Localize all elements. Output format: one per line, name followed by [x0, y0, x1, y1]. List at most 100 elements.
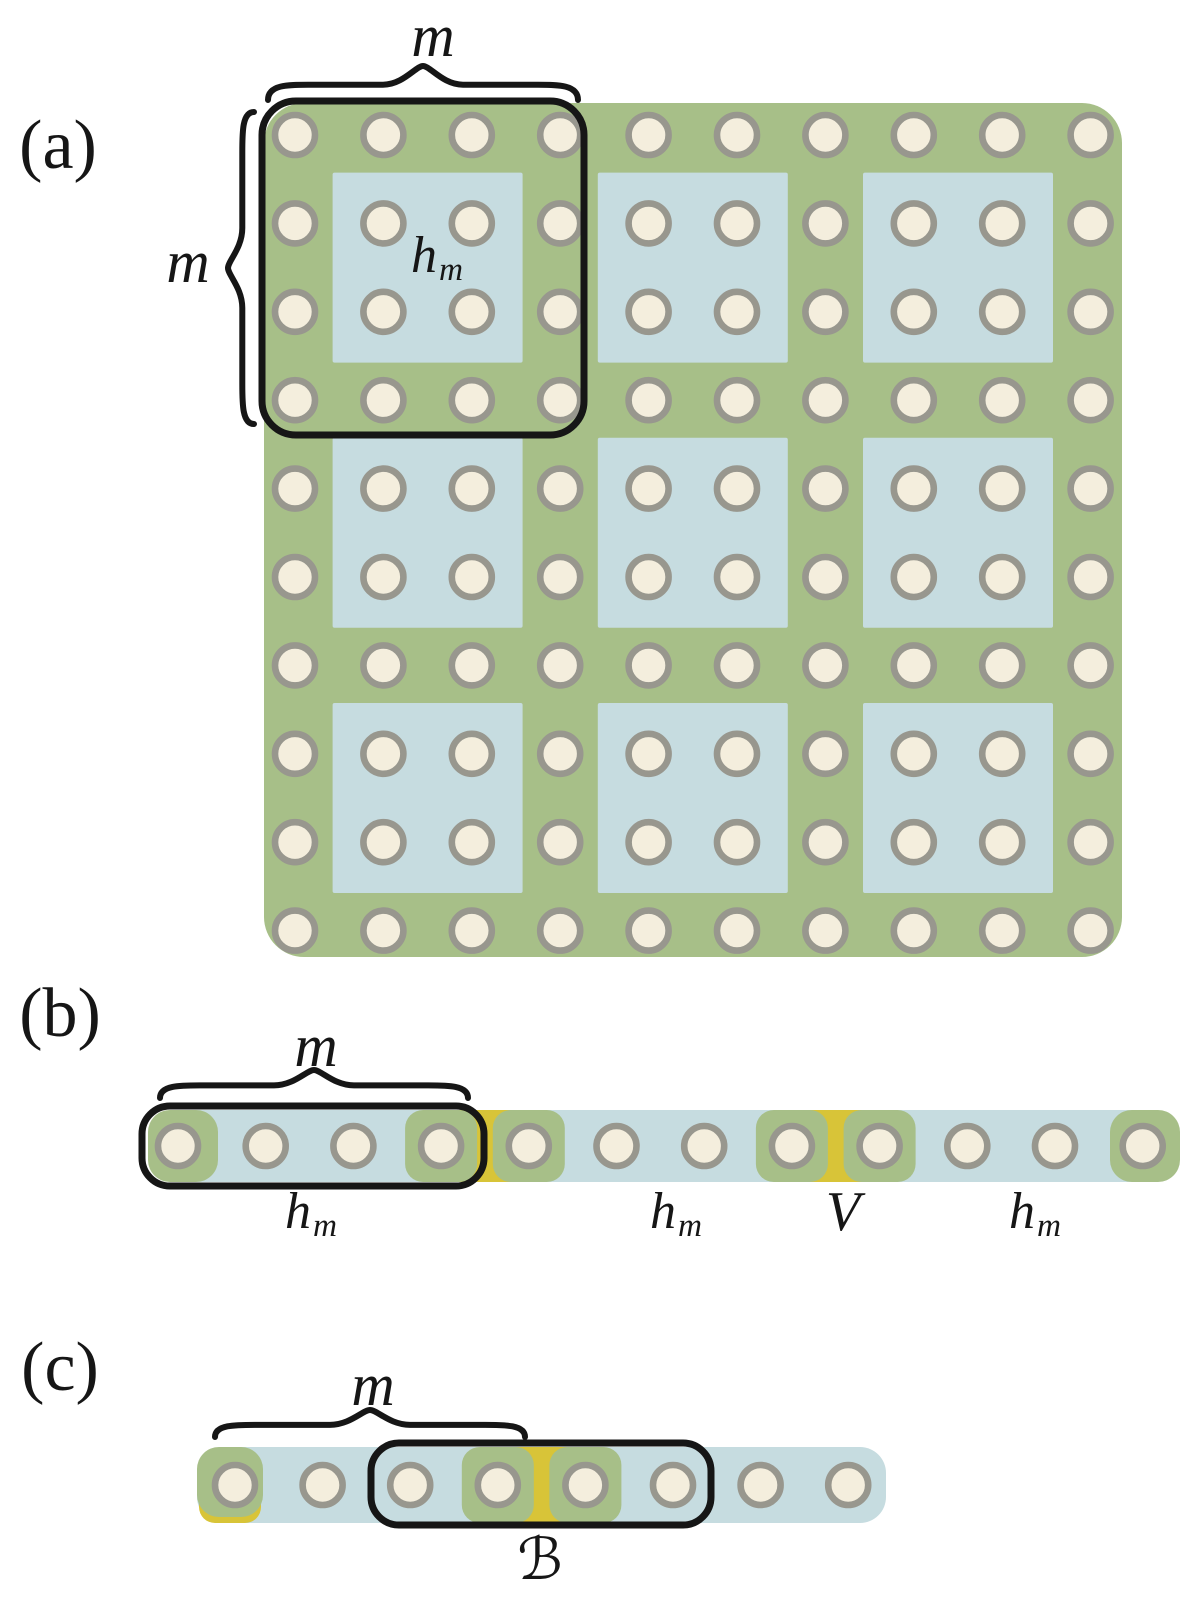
chain-site — [330, 1122, 377, 1170]
lattice-site — [890, 818, 938, 866]
lattice-site — [978, 111, 1026, 159]
chain-site — [768, 1122, 816, 1170]
lattice-site — [271, 907, 319, 954]
panel-b-block2-hamiltonian-label: hm — [650, 1185, 703, 1244]
lattice-site — [360, 465, 407, 512]
lattice-site — [536, 730, 584, 778]
chain-site — [562, 1461, 609, 1509]
chain-site — [505, 1122, 553, 1170]
lattice-site — [360, 553, 407, 601]
lattice-site — [625, 376, 672, 424]
panel-b-block1-hamiltonian-label: hm — [284, 1182, 338, 1244]
lattice-site — [978, 376, 1026, 424]
hm-base: h — [1008, 1182, 1035, 1240]
lattice-site — [536, 288, 584, 336]
lattice-site — [978, 553, 1026, 601]
lattice-site — [448, 730, 496, 778]
lattice-site — [713, 465, 761, 512]
hm-subscript: m — [312, 1206, 338, 1244]
hm-base: h — [410, 226, 437, 284]
lattice-site — [448, 907, 496, 954]
lattice-site — [1067, 111, 1114, 159]
lattice-site — [271, 465, 319, 512]
lattice-site — [625, 907, 672, 954]
hm-subscript: m — [1036, 1206, 1062, 1244]
lattice-site — [890, 200, 938, 247]
lattice-site — [978, 200, 1026, 247]
lattice-site — [1067, 642, 1114, 689]
chain-site — [680, 1122, 728, 1170]
lattice-site — [625, 200, 672, 247]
block-interior — [863, 437, 1053, 628]
width-brace — [212, 1406, 528, 1440]
block-interior — [863, 703, 1053, 893]
panel-c-region-label: ℬ — [517, 1527, 563, 1592]
panel-a-left-brace-label: m — [166, 229, 210, 295]
lattice-site — [625, 642, 672, 689]
chain-site — [299, 1461, 346, 1509]
panel-a-block-hamiltonian-label: hm — [410, 226, 464, 288]
lattice-site — [271, 200, 319, 247]
lattice-site — [271, 818, 319, 866]
lattice-site — [890, 730, 938, 778]
lattice-site — [802, 553, 849, 601]
hm-base: h — [284, 1182, 311, 1240]
lattice-site — [1067, 200, 1114, 247]
lattice-site — [360, 907, 407, 954]
lattice-site — [890, 111, 938, 159]
hm-subscript: m — [438, 250, 464, 288]
lattice-site — [360, 642, 407, 689]
lattice-site — [802, 111, 849, 159]
chain-site — [386, 1461, 434, 1509]
chain-site — [1031, 1122, 1079, 1170]
block-interior — [332, 703, 523, 893]
panel-b-block3-hamiltonian-label: hm — [1008, 1182, 1062, 1244]
lattice-site — [890, 907, 938, 954]
lattice-site — [360, 200, 407, 247]
lattice-site — [1067, 907, 1114, 954]
lattice-site — [713, 553, 761, 601]
lattice-site — [625, 818, 672, 866]
lattice-site — [448, 818, 496, 866]
unit-cell-outline — [258, 97, 588, 439]
lattice-site — [448, 200, 496, 247]
lattice-site — [1067, 730, 1114, 778]
width-brace — [265, 62, 581, 103]
lattice-site — [1067, 553, 1114, 601]
lattice-site — [713, 200, 761, 247]
lattice-site — [360, 818, 407, 866]
block-interior — [332, 437, 523, 628]
lattice-site — [625, 288, 672, 336]
chain-site — [154, 1122, 202, 1170]
lattice-site — [978, 818, 1026, 866]
lattice-site — [448, 642, 496, 689]
lattice-site — [360, 730, 407, 778]
lattice-site — [890, 642, 938, 689]
lattice-site — [978, 288, 1026, 336]
panel-b-coupling-label: V — [825, 1181, 861, 1243]
lattice-site — [1067, 288, 1114, 336]
lattice-site — [802, 465, 849, 512]
lattice-site — [890, 465, 938, 512]
lattice-site — [978, 465, 1026, 512]
panel-c-label: (c) — [21, 1329, 99, 1406]
lattice-site — [1067, 376, 1114, 424]
lattice-site — [536, 111, 584, 159]
lattice-site — [625, 465, 672, 512]
chain-site — [856, 1122, 903, 1170]
lattice-site — [271, 553, 319, 601]
lattice-site — [802, 376, 849, 424]
block-interior — [597, 703, 788, 893]
lattice-site — [448, 111, 496, 159]
hm-subscript: m — [677, 1206, 703, 1244]
lattice-site — [713, 288, 761, 336]
panel-b-brace-label: m — [294, 1013, 338, 1079]
lattice-site — [360, 111, 407, 159]
lattice-site — [890, 288, 938, 336]
lattice-site — [271, 111, 319, 159]
chain-site — [593, 1122, 640, 1170]
lattice-site — [802, 907, 849, 954]
lattice-site — [978, 907, 1026, 954]
block-interior — [597, 437, 788, 628]
lattice-site — [713, 376, 761, 424]
